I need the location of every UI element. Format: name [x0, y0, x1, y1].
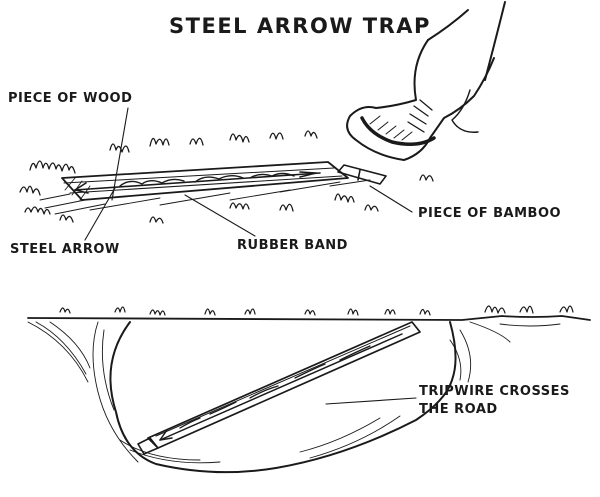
diagram-title: STEEL ARROW TRAP	[169, 14, 431, 38]
label-rubber-band: RUBBER BAND	[237, 238, 348, 253]
bamboo-in-pit	[137, 437, 159, 455]
ground-grass-top	[19, 130, 434, 224]
rubber-band-top	[119, 172, 295, 187]
band-in-pit	[179, 345, 371, 429]
ground-surface-bottom	[27, 315, 591, 321]
label-tripwire-line1: TRIPWIRE CROSSES	[419, 384, 570, 399]
leader-line-tripwire	[325, 397, 417, 405]
wood-board	[61, 161, 349, 201]
label-piece-of-wood: PIECE OF WOOD	[8, 91, 133, 106]
bamboo-trigger-top	[337, 164, 387, 185]
pit-outline	[109, 321, 457, 474]
label-tripwire-line2: THE ROAD	[419, 402, 498, 417]
leader-lines-top	[84, 107, 413, 241]
label-piece-of-bamboo: PIECE OF BAMBOO	[418, 206, 562, 221]
ground-hatching-top	[39, 177, 371, 215]
boot	[346, 1, 506, 161]
arrow-in-pit	[159, 333, 403, 441]
pit-hatching	[27, 321, 561, 464]
boot-shading	[369, 115, 413, 141]
label-steel-arrow: STEEL ARROW	[10, 242, 120, 257]
grass-bottom	[59, 305, 574, 316]
steel-arrow-top	[74, 171, 321, 194]
